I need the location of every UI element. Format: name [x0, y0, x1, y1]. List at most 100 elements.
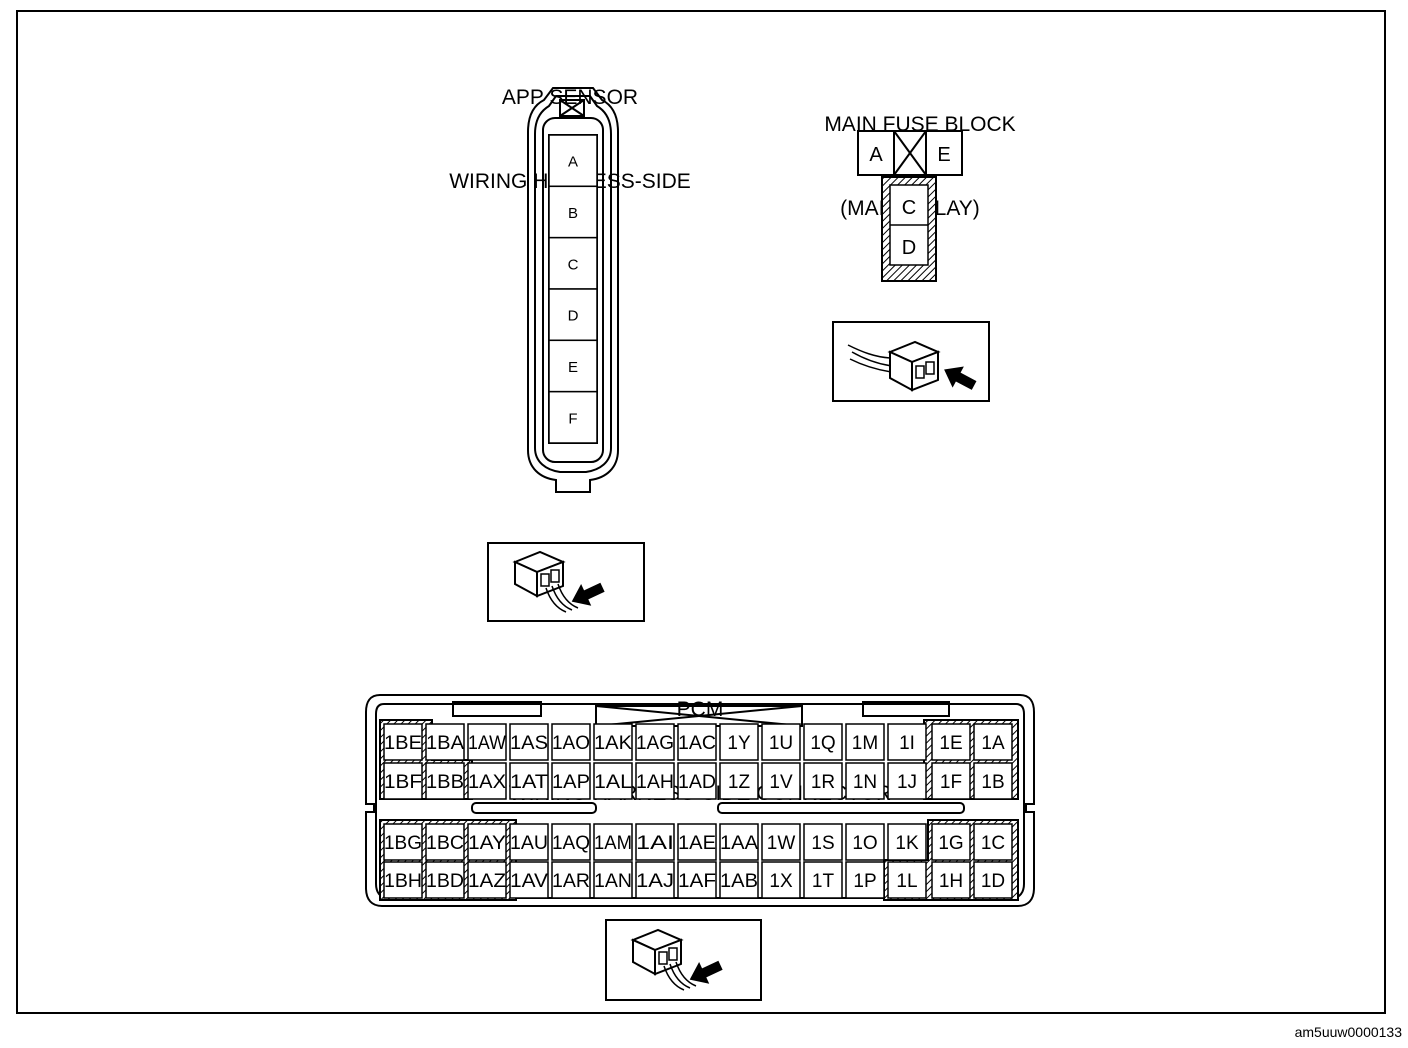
app-sensor-pin-d: D [548, 288, 598, 342]
svg-text:1AS: 1AS [510, 733, 548, 754]
svg-text:1BC: 1BC [426, 833, 464, 854]
pcm-pin-1n: 1N [845, 762, 885, 800]
svg-text:1AY: 1AY [468, 833, 506, 854]
svg-text:C: C [568, 256, 579, 273]
svg-text:1AE: 1AE [678, 833, 716, 854]
svg-text:D: D [568, 308, 579, 325]
pcm-pin-1w: 1W [761, 823, 801, 861]
svg-text:1M: 1M [852, 733, 878, 754]
svg-text:1P: 1P [853, 871, 876, 892]
pcm-pin-1ag: 1AG [635, 723, 675, 761]
svg-text:1U: 1U [769, 733, 793, 754]
pcm-pin-1bb: 1BB [425, 762, 465, 800]
pcm-pin-1ak: 1AK [593, 723, 633, 761]
main-fuse-pin-d: D [902, 237, 916, 259]
pcm-pin-1aq: 1AQ [551, 823, 591, 861]
pcm-pin-1x: 1X [761, 861, 801, 899]
pcm-pin-1h: 1H [931, 861, 971, 899]
app-sensor-pin-a: A [548, 134, 598, 188]
svg-text:B: B [568, 205, 578, 222]
pcm-pin-1v: 1V [761, 762, 801, 800]
svg-text:1AZ: 1AZ [468, 871, 506, 892]
pcm-pin-1ap: 1AP [551, 762, 591, 800]
pcm-pin-1u: 1U [761, 723, 801, 761]
pcm-pin-1i: 1I [887, 723, 927, 761]
svg-text:1AR: 1AR [552, 871, 590, 892]
pcm-pin-1e: 1E [931, 723, 971, 761]
connector-view-icon [832, 321, 990, 402]
svg-text:1N: 1N [853, 772, 877, 793]
pcm-pin-1bc: 1BC [425, 823, 465, 861]
svg-text:1AW: 1AW [468, 733, 506, 754]
svg-text:1AJ: 1AJ [636, 871, 674, 892]
svg-text:E: E [937, 144, 950, 166]
svg-text:1AP: 1AP [552, 772, 590, 793]
connector-view-icon [605, 919, 762, 1001]
svg-text:1D: 1D [981, 871, 1005, 892]
pcm-pin-1ac: 1AC [677, 723, 717, 761]
pcm-pin-1au: 1AU [509, 823, 549, 861]
svg-text:1AQ: 1AQ [552, 833, 590, 854]
app-sensor-title-line1: APP SENSOR [501, 86, 639, 109]
pcm-pin-1ad: 1AD [677, 762, 717, 800]
svg-text:1G: 1G [938, 833, 963, 854]
svg-text:1O: 1O [852, 833, 877, 854]
svg-text:1AT: 1AT [510, 772, 548, 793]
svg-text:1AV: 1AV [510, 871, 548, 892]
svg-text:1L: 1L [896, 871, 917, 892]
app-sensor-pin-e: E [548, 339, 598, 393]
svg-text:1W: 1W [767, 833, 796, 854]
svg-text:C: C [902, 197, 916, 219]
pcm-pin-1aa: 1AA [719, 823, 759, 861]
pcm-pin-1ab: 1AB [719, 861, 759, 899]
svg-text:1Z: 1Z [728, 772, 751, 793]
pcm-pin-1j: 1J [887, 762, 927, 800]
app-sensor-pin-b: B [548, 185, 598, 239]
svg-text:1BH: 1BH [384, 871, 422, 892]
pcm-pin-1bh: 1BH [383, 861, 423, 899]
svg-text:1S: 1S [811, 833, 834, 854]
svg-text:1AL: 1AL [594, 772, 632, 793]
svg-text:1BE: 1BE [384, 733, 422, 754]
svg-text:1E: 1E [939, 733, 962, 754]
pcm-pin-1ax: 1AX [467, 762, 507, 800]
pcm-pin-1am: 1AM [593, 823, 633, 861]
svg-text:1BF: 1BF [384, 772, 422, 793]
pcm-pin-1g: 1G [931, 823, 971, 861]
svg-text:1AX: 1AX [468, 772, 506, 793]
pcm-pin-1af: 1AF [677, 861, 717, 899]
svg-text:A: A [869, 144, 883, 166]
svg-text:1Y: 1Y [727, 733, 751, 754]
svg-text:1AD: 1AD [678, 772, 716, 793]
pcm-pin-1an: 1AN [593, 861, 633, 899]
svg-text:1AF: 1AF [678, 871, 716, 892]
pcm-pin-1f: 1F [931, 762, 971, 800]
svg-text:1B: 1B [981, 772, 1004, 793]
pcm-pin-1y: 1Y [719, 723, 759, 761]
app-sensor-pin-f: F [548, 390, 598, 444]
pcm-pin-1bd: 1BD [425, 861, 465, 899]
pcm-pin-1b: 1B [973, 762, 1013, 800]
svg-text:1AB: 1AB [720, 871, 758, 892]
pcm-pin-1s: 1S [803, 823, 843, 861]
pcm-pin-1t: 1T [803, 861, 843, 899]
pcm-pin-1bg: 1BG [383, 823, 423, 861]
main-fuse-pin-e: E [937, 144, 950, 166]
svg-text:1R: 1R [811, 772, 835, 793]
svg-text:1BD: 1BD [426, 871, 464, 892]
svg-text:1F: 1F [940, 772, 962, 793]
pcm-pin-1at: 1AT [509, 762, 549, 800]
svg-text:1X: 1X [769, 871, 793, 892]
svg-text:1BA: 1BA [426, 733, 464, 754]
pcm-pin-1m: 1M [845, 723, 885, 761]
pcm-pin-1ar: 1AR [551, 861, 591, 899]
svg-text:A: A [568, 154, 578, 171]
figure-code: am5uuw0000133 [1294, 1024, 1402, 1040]
svg-text:F: F [568, 410, 577, 427]
pcm-pin-1p: 1P [845, 861, 885, 899]
pcm-pin-1ai: 1AI [635, 823, 675, 861]
svg-text:1BB: 1BB [426, 772, 464, 793]
pcm-pin-1be: 1BE [383, 723, 423, 761]
pcm-pin-1bf: 1BF [383, 762, 423, 800]
